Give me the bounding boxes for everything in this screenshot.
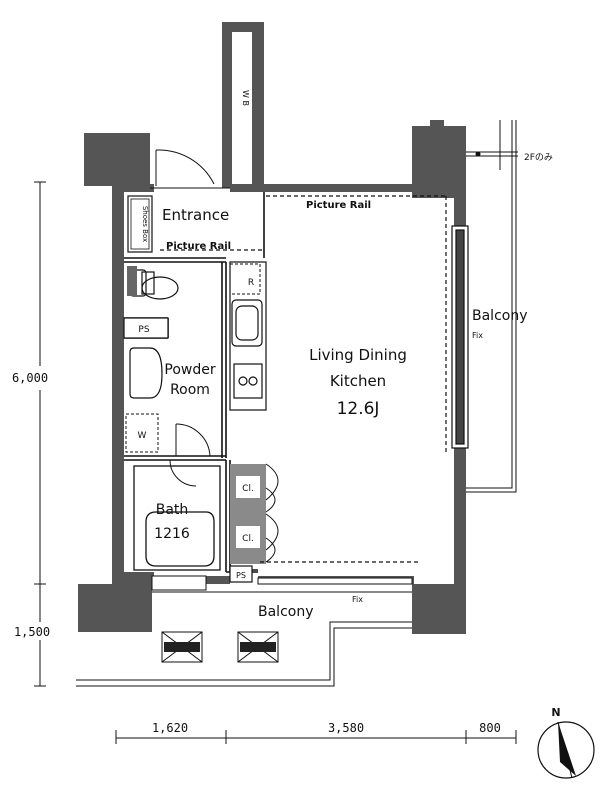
north-wall-right [230,184,412,192]
bath-door[interactable] [169,459,197,487]
column-northeast [412,126,466,198]
washer-space [125,413,159,453]
south-wall-mid2 [206,576,230,584]
picture-rail-entry-label: Picture Rail [166,241,231,252]
dim-vertical-balcony: 1,500 [14,625,50,639]
east-wall-upper [454,198,466,230]
ps-2-label: PS [236,571,246,580]
bath-size: 1216 [154,526,190,542]
balcony-south-outline [76,591,412,687]
closet-1-label: Cl. [242,484,254,494]
entrance-door[interactable] [150,149,230,189]
ldk-label-2: Kitchen [330,372,386,390]
toilet [129,269,179,300]
north-compass-icon [537,721,595,779]
ps-box-1 [123,317,169,339]
entrance-label: Entrance [162,206,229,224]
column-southwest [78,584,152,632]
west-wall [112,186,124,584]
dim-horizontal-mid: 3,580 [328,721,364,735]
north-label: N [551,706,560,719]
balcony-east-label: Balcony [472,308,528,324]
column-notch [430,120,444,128]
dimension-lines [34,181,517,744]
hatch-2-icon [240,642,276,652]
closet-2-label: Cl. [242,534,254,544]
hatch-1-icon [164,642,200,652]
wash-basin [129,347,163,399]
shaft-top [222,22,264,32]
south-window [151,575,413,591]
south-wall-left [124,572,154,584]
washer-label: W [138,431,147,441]
east-window [451,225,469,449]
dim-horizontal-left: 1,620 [152,721,188,735]
picture-rail-top-label: Picture Rail [306,200,371,211]
fix-1-label: Fix [472,331,483,340]
shoe-box-label: Shoes Box [141,206,149,242]
bath-label: Bath [156,502,189,518]
powder-room-label-2: Room [170,382,210,398]
fix-2-label: Fix [352,595,363,604]
ps-box-2 [229,565,253,583]
second-floor-only-note: 2Fのみ [524,152,553,163]
east-wall-lower [454,448,466,584]
wb-label: W B [241,90,250,106]
shaft-west-wall [222,28,232,188]
refrigerator-space [229,263,261,295]
north-wall-left [124,184,154,192]
shaft-east-wall [252,28,264,188]
ps-1-label: PS [138,325,149,335]
closets: Cl. Cl. [230,463,279,564]
powder-room-door[interactable] [175,423,211,457]
bath-tub [133,465,221,571]
picture-rails [160,195,447,563]
ldk-size: 12.6J [337,399,380,419]
kitchen-counter [229,261,267,411]
dim-horizontal-right: 800 [479,721,501,735]
dim-vertical-main: 6,000 [12,371,48,385]
shoe-box [127,195,153,253]
powder-room-label-1: Powder [164,362,215,378]
balcony-south-label: Balcony [258,604,314,620]
balcony-east-outline [466,120,518,493]
ldk-label-1: Living Dining [309,346,407,364]
refrigerator-label: R [248,278,254,288]
column-southeast [412,584,466,634]
column-northwest [84,133,150,186]
